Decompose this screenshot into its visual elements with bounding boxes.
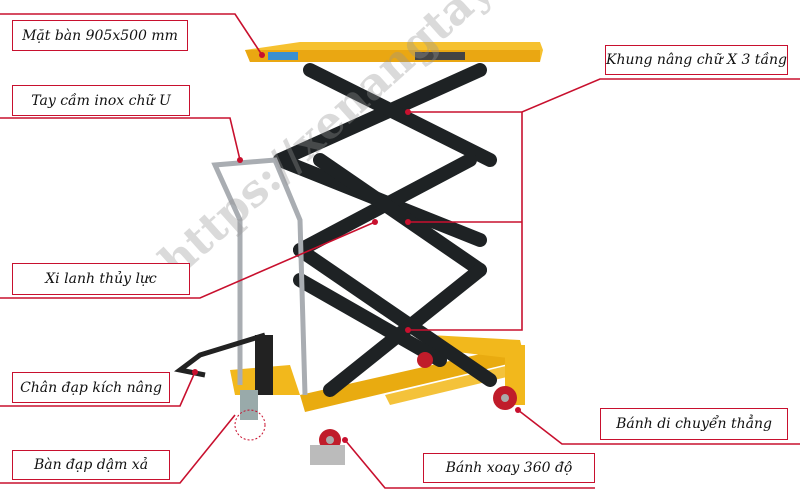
table-top [245, 42, 543, 62]
label-scissor-frame: Khung nâng chữ X 3 tầng [605, 45, 788, 75]
label-table-top: Mặt bàn 905x500 mm [12, 20, 188, 51]
label-swivel-wheel: Bánh xoay 360 độ [423, 453, 595, 483]
u-handle [211, 157, 308, 396]
label-fixed-wheel: Bánh di chuyển thẳng [600, 408, 788, 440]
leader-dots [192, 52, 521, 443]
wheels [310, 352, 517, 465]
label-handle: Tay cầm inox chữ U [12, 85, 190, 116]
leader-lines [0, 13, 800, 489]
label-release-pedal: Bàn đạp dậm xả [12, 450, 170, 480]
label-cylinder: Xi lanh thủy lực [12, 263, 190, 295]
label-foot-pedal: Chân đạp kích nâng [12, 372, 170, 403]
